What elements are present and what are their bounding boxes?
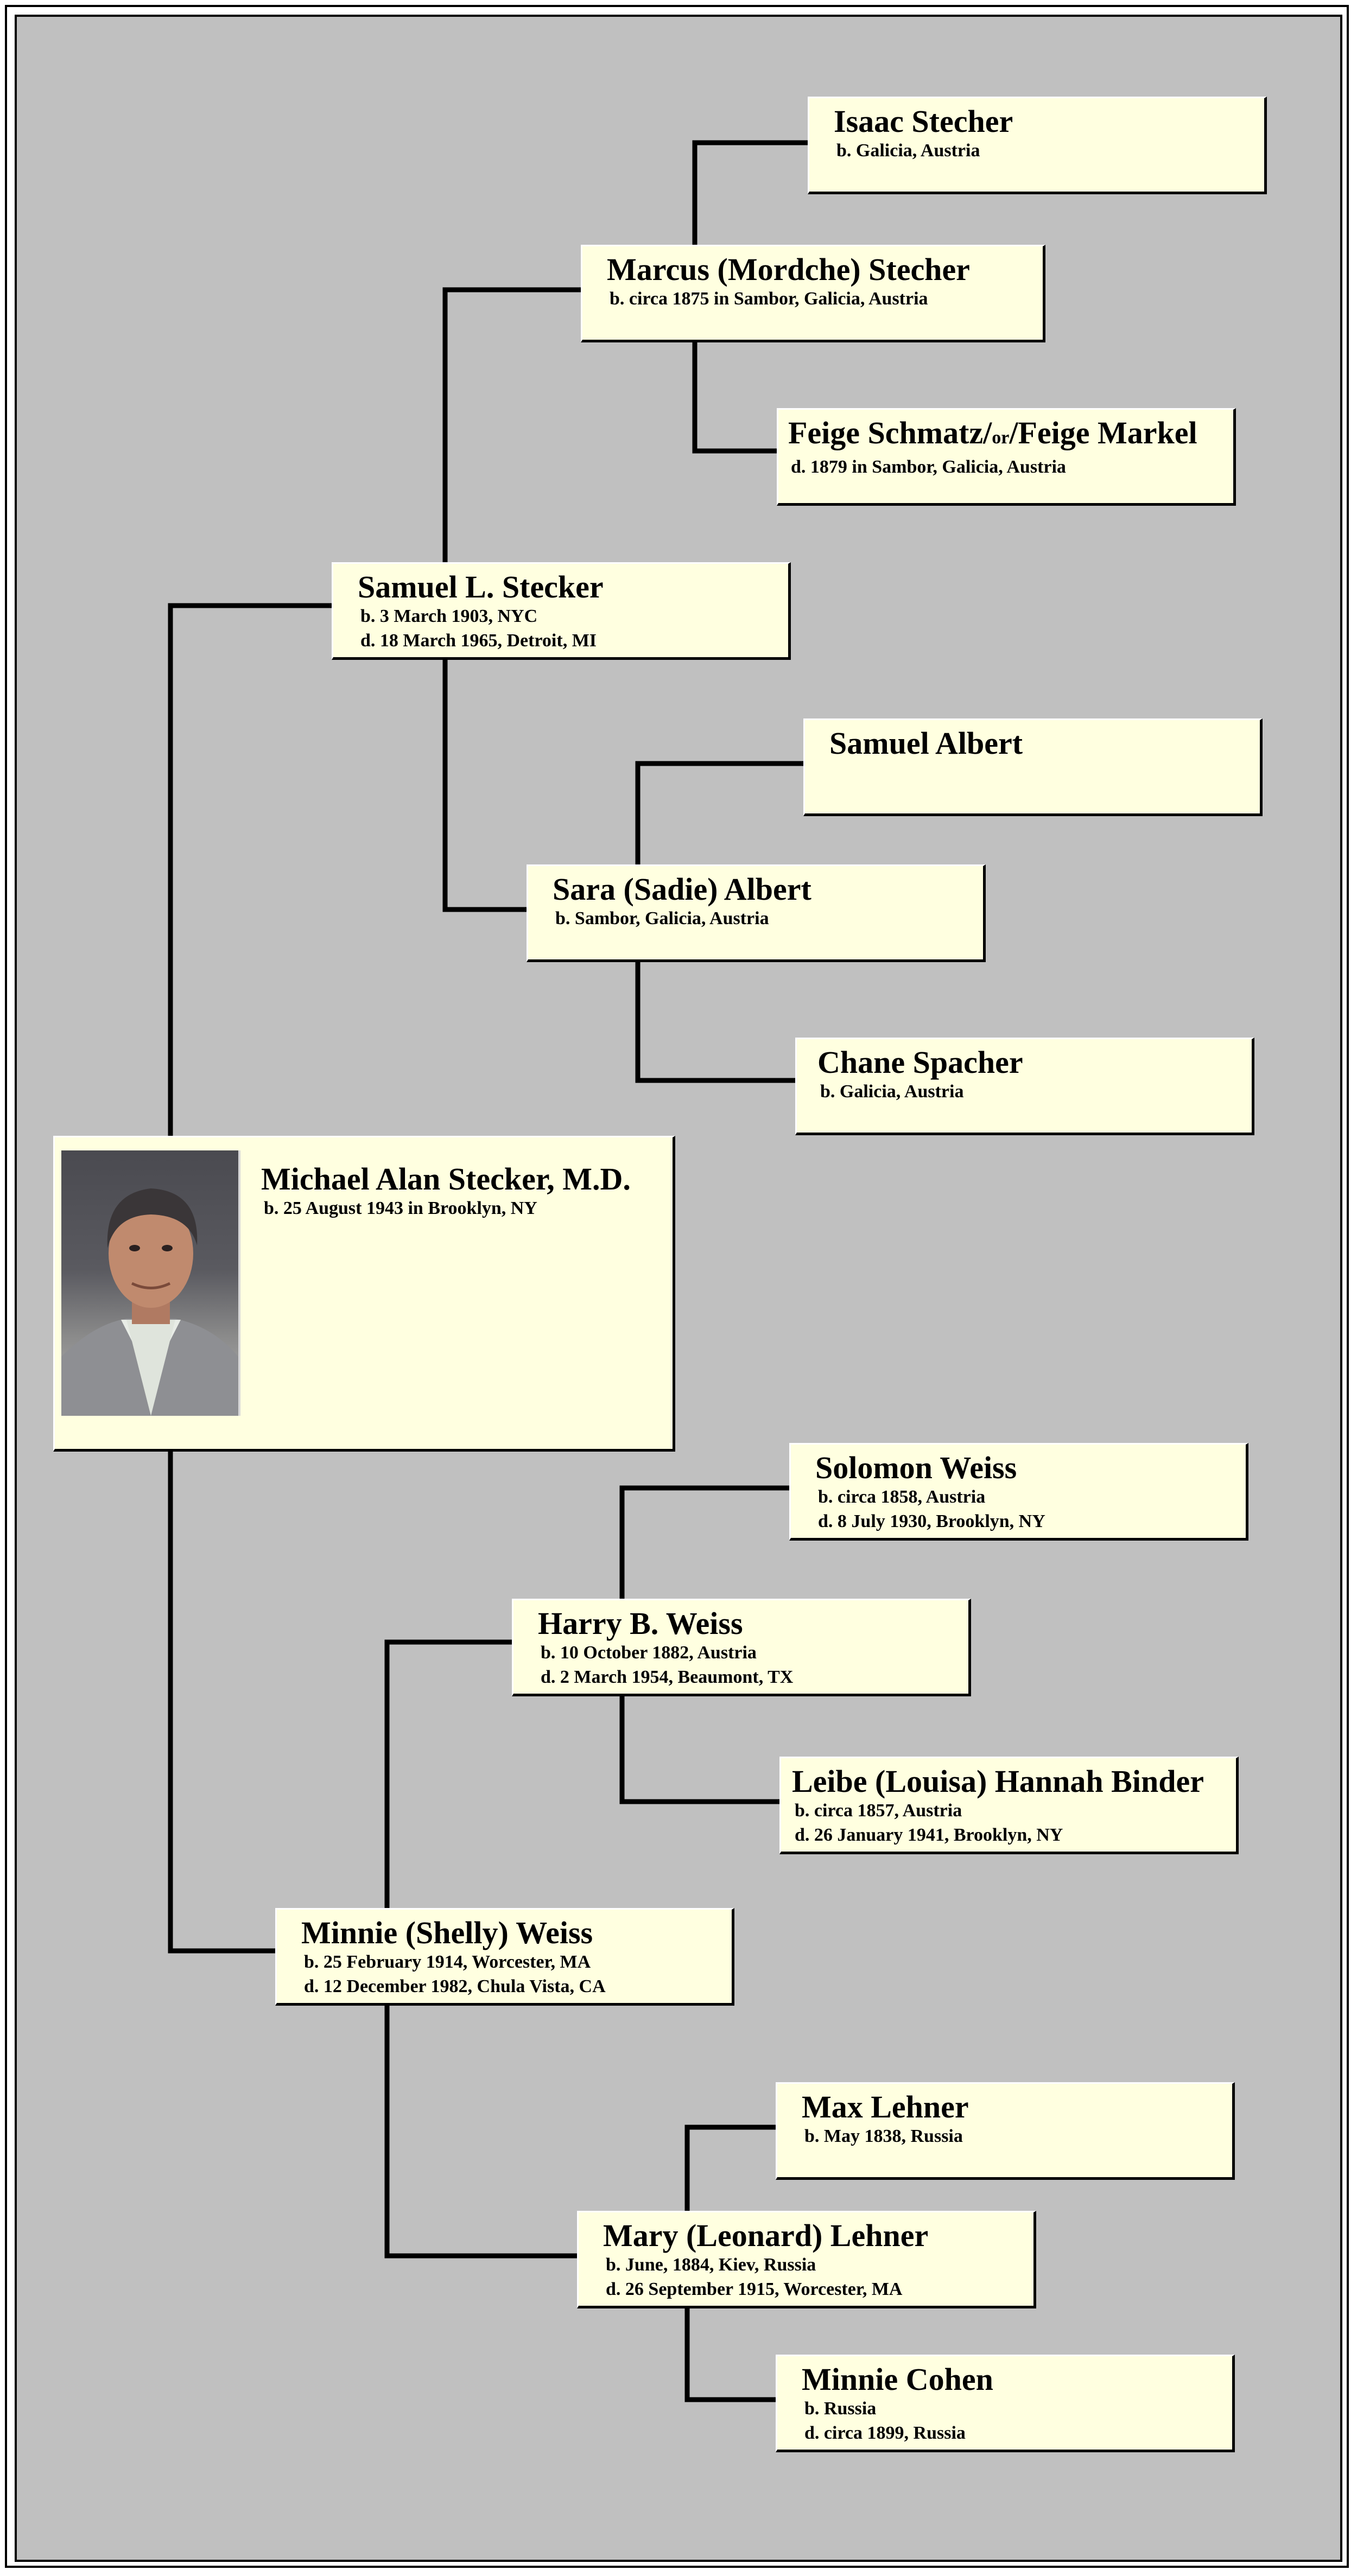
birth-info: b. Sambor, Galicia, Austria: [555, 908, 769, 928]
person-box-max-lehner[interactable]: Max Lehner b. May 1838, Russia: [776, 2082, 1235, 2180]
connector-lines: [168, 140, 808, 2402]
birth-info: b. 25 August 1943 in Brooklyn, NY: [264, 1198, 537, 1218]
connector-marcus-isaac: [692, 140, 808, 245]
person-box-samuel-albert[interactable]: Samuel Albert: [803, 718, 1263, 816]
birth-info: b. circa 1875 in Sambor, Galicia, Austri…: [610, 289, 928, 309]
death-info: d. 8 July 1930, Brooklyn, NY: [818, 1511, 1045, 1531]
death-info: d. 2 March 1954, Beaumont, TX: [541, 1667, 794, 1687]
connector-subject-mother: [168, 1433, 275, 1954]
person-box-mother[interactable]: Minnie (Shelly) Weiss b. 25 February 191…: [275, 1908, 734, 2006]
birth-info: b. circa 1857, Austria: [795, 1801, 962, 1821]
person-name: Minnie (Shelly) Weiss: [301, 1915, 593, 1950]
pedigree-chart: Michael Alan Stecker, M.D. b. 25 August …: [15, 15, 1342, 2562]
death-info: d. 12 December 1982, Chula Vista, CA: [304, 1976, 606, 1996]
birth-info: b. 25 February 1914, Worcester, MA: [304, 1952, 591, 1972]
person-name: Minnie Cohen: [802, 2362, 993, 2397]
birth-info: b. Russia: [804, 2399, 877, 2419]
death-info: d. 26 September 1915, Worcester, MA: [606, 2279, 903, 2299]
person-name: Michael Alan Stecker, M.D.: [261, 1161, 631, 1197]
birth-info: b. circa 1858, Austria: [818, 1487, 986, 1507]
person-name: Sara (Sadie) Albert: [553, 872, 811, 907]
birth-info: b. June, 1884, Kiev, Russia: [606, 2255, 816, 2275]
person-box-paternal-grandfather[interactable]: Marcus (Mordche) Stecher b. circa 1875 i…: [581, 245, 1045, 342]
connector-sara-samuel: [635, 761, 803, 864]
birth-info: b. Galicia, Austria: [820, 1082, 964, 1102]
person-box-paternal-grandmother[interactable]: Sara (Sadie) Albert b. Sambor, Galicia, …: [527, 864, 986, 962]
person-name: Max Lehner: [802, 2089, 969, 2125]
person-box-minnie-cohen[interactable]: Minnie Cohen b. Russia d. circa 1899, Ru…: [776, 2355, 1235, 2452]
person-name: Leibe (Louisa) Hannah Binder: [792, 1764, 1204, 1799]
connector-harry-solomon: [619, 1485, 789, 1599]
person-name: Feige Schmatz/or/Feige Markel: [788, 415, 1197, 450]
connector-mary-minnie: [684, 2303, 776, 2402]
portrait-photo: [61, 1150, 240, 1416]
connector-harry-leibe: [619, 1691, 779, 1804]
connector-sara-chane: [635, 957, 795, 1083]
person-name: Samuel L. Stecker: [358, 569, 604, 605]
connector-subject-father: [168, 603, 332, 1136]
connector-mother-mary: [384, 2000, 577, 2259]
birth-info: b. May 1838, Russia: [804, 2126, 963, 2146]
person-name: Isaac Stecher: [834, 104, 1013, 139]
person-box-leibe-binder[interactable]: Leibe (Louisa) Hannah Binder b. circa 18…: [779, 1757, 1239, 1854]
person-box-feige-schmatz[interactable]: Feige Schmatz/or/Feige Markel d. 1879 in…: [777, 408, 1236, 506]
person-box-maternal-grandmother[interactable]: Mary (Leonard) Lehner b. June, 1884, Kie…: [577, 2211, 1036, 2308]
person-box-chane-spacher[interactable]: Chane Spacher b. Galicia, Austria: [795, 1038, 1254, 1135]
person-name: Solomon Weiss: [815, 1450, 1017, 1485]
connector-mary-max: [684, 2125, 776, 2211]
death-info: d. 26 January 1941, Brooklyn, NY: [795, 1825, 1063, 1845]
birth-info: b. Galicia, Austria: [836, 141, 980, 161]
person-box-subject[interactable]: Michael Alan Stecker, M.D. b. 25 August …: [53, 1136, 675, 1452]
person-box-solomon-weiss[interactable]: Solomon Weiss b. circa 1858, Austria d. …: [789, 1443, 1248, 1541]
death-info: d. circa 1899, Russia: [804, 2423, 966, 2443]
birth-info: b. 10 October 1882, Austria: [541, 1643, 757, 1663]
connector-father-grandmother: [442, 654, 527, 912]
death-info: d. 18 March 1965, Detroit, MI: [360, 631, 597, 651]
person-name: Marcus (Mordche) Stecher: [607, 252, 970, 287]
connector-father-grandfather: [442, 287, 581, 562]
person-box-maternal-grandfather[interactable]: Harry B. Weiss b. 10 October 1882, Austr…: [512, 1599, 971, 1696]
person-name: Chane Spacher: [817, 1045, 1023, 1080]
connector-marcus-feige: [692, 337, 777, 454]
person-box-isaac-stecher[interactable]: Isaac Stecher b. Galicia, Austria: [808, 97, 1267, 194]
person-box-father[interactable]: Samuel L. Stecker b. 3 March 1903, NYC d…: [332, 562, 791, 660]
person-name: Samuel Albert: [829, 726, 1023, 761]
birth-info: b. 3 March 1903, NYC: [360, 606, 538, 626]
connector-mother-harry: [384, 1639, 512, 1908]
person-name: Mary (Leonard) Lehner: [603, 2218, 929, 2253]
person-name: Harry B. Weiss: [538, 1606, 743, 1641]
death-info: d. 1879 in Sambor, Galicia, Austria: [791, 457, 1066, 477]
